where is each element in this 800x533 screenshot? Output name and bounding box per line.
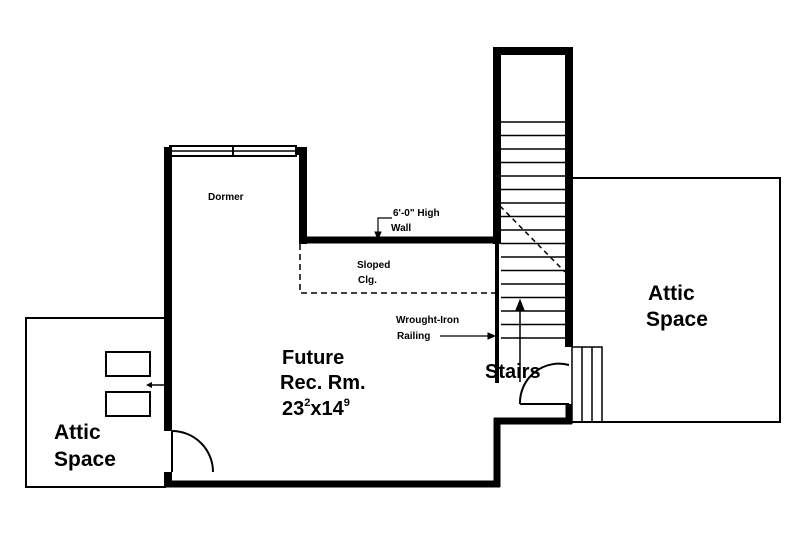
dormer-window <box>169 145 297 157</box>
railing-label: Wrought-Iron <box>396 315 459 326</box>
room-dimensions: 232x149 <box>282 397 350 420</box>
stair-treads <box>501 121 565 339</box>
high-wall-label: 6'-0" High <box>393 208 440 219</box>
sloped-ceiling-label: Sloped <box>357 260 390 271</box>
rec-room-walls <box>164 147 573 488</box>
attic-right-label-2: Space <box>646 308 708 331</box>
railing-label-2: Railing <box>397 331 430 342</box>
stair-enclosure <box>493 47 573 383</box>
stair-up-arrow <box>515 298 525 382</box>
high-wall-label-2: Wall <box>391 223 411 234</box>
railing-leader <box>440 332 497 340</box>
stair-break-line <box>499 205 566 273</box>
door-swing-left <box>171 430 214 473</box>
door-swing-stairs <box>518 362 570 405</box>
attic-space-left <box>25 317 166 488</box>
attic-space-right <box>570 177 781 423</box>
sloped-ceiling-label-2: Clg. <box>358 275 377 286</box>
dormer-label: Dormer <box>208 192 244 203</box>
attic-right-label: Attic <box>648 282 695 305</box>
sloped-ceiling-outline <box>299 244 497 294</box>
stairs-label: Stairs <box>485 361 541 383</box>
attic-left-label: Attic <box>54 421 101 444</box>
room-name: Future <box>282 347 344 369</box>
high-wall-leader <box>374 217 392 241</box>
attic-left-label-2: Space <box>54 448 116 471</box>
room-name-2: Rec. Rm. <box>280 372 366 394</box>
